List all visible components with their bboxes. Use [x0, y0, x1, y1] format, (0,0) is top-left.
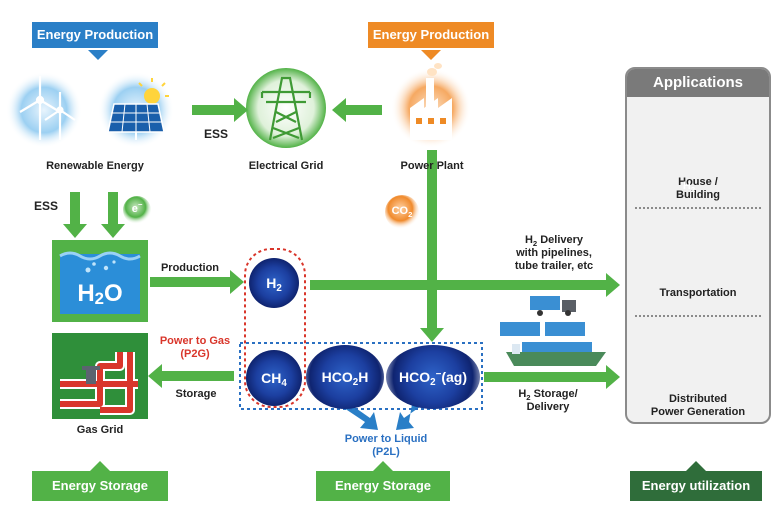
co2-ball — [385, 195, 419, 229]
applications-panel: Applications House / Building Transporta… — [625, 67, 771, 424]
storage-label: Storage — [175, 388, 217, 400]
electron-ball — [123, 196, 151, 224]
p2g-dashed-group — [244, 248, 306, 408]
applications-title: Applications — [627, 69, 769, 97]
p2l-dashed-group — [239, 342, 483, 410]
power-plant-label: Power Plant — [400, 160, 464, 172]
power-to-liquid-label: Power to Liquid (P2L) — [344, 433, 428, 458]
h2-delivery-label: H2 Delivery with pipelines, tube trailer… — [514, 234, 594, 272]
apps-separator-1 — [635, 207, 761, 209]
gas-grid-label: Gas Grid — [76, 424, 124, 436]
p2l-arrows — [338, 404, 424, 430]
truck-icon — [500, 296, 585, 336]
footer-pointer-right — [686, 461, 706, 471]
energy-production-header-left: Energy Production — [32, 22, 158, 48]
gas-pipe-icon — [52, 333, 148, 419]
water-tank-icon — [52, 240, 148, 322]
energy-storage-footer-mid: Energy Storage — [316, 471, 450, 501]
electrical-grid-label: Electrical Grid — [248, 160, 324, 172]
ship-icon — [506, 342, 606, 366]
apps-separator-2 — [635, 315, 761, 317]
car-h2-badge: H2 — [682, 180, 696, 194]
ess-left-label: ESS — [33, 199, 58, 213]
wind-turbine-icon — [19, 76, 76, 140]
power-to-gas-label: Power to Gas (P2G) — [159, 335, 231, 360]
h2o-label: H2O — [77, 280, 123, 308]
h2-molecule: H2 — [249, 258, 299, 308]
renewable-energy-label: Renewable Energy — [46, 160, 144, 172]
production-label: Production — [160, 262, 220, 274]
header-pointer-left — [88, 50, 108, 60]
ch4-molecule: CH4 — [246, 350, 302, 406]
co2-label: CO2 — [391, 205, 413, 219]
hco2-ag-molecule: HCO2−(ag) — [386, 345, 480, 409]
energy-utilization-footer: Energy utilization — [630, 471, 762, 501]
h2-storage-delivery-label: H2 Storage/ Delivery — [518, 388, 578, 413]
footer-pointer-left — [90, 461, 110, 471]
flow-arrows — [63, 98, 620, 389]
wind-bubble — [6, 72, 82, 148]
distributed-power-label: Distributed Power Generation — [650, 393, 746, 418]
energy-storage-footer-left: Energy Storage — [32, 471, 168, 501]
ess-top-label: ESS — [203, 127, 228, 141]
electrical-tower-icon — [260, 76, 312, 141]
house-building-label: House / Building — [676, 176, 720, 201]
footer-pointer-mid — [373, 461, 393, 471]
grid-bubble — [246, 68, 326, 148]
hco2h-molecule: HCO2H — [306, 345, 384, 409]
electron-label: e− — [131, 200, 143, 215]
energy-production-header-right: Energy Production — [368, 22, 494, 48]
header-pointer-right — [421, 50, 441, 60]
solar-panel-icon — [107, 78, 169, 140]
transportation-label: Transportation — [659, 287, 737, 299]
